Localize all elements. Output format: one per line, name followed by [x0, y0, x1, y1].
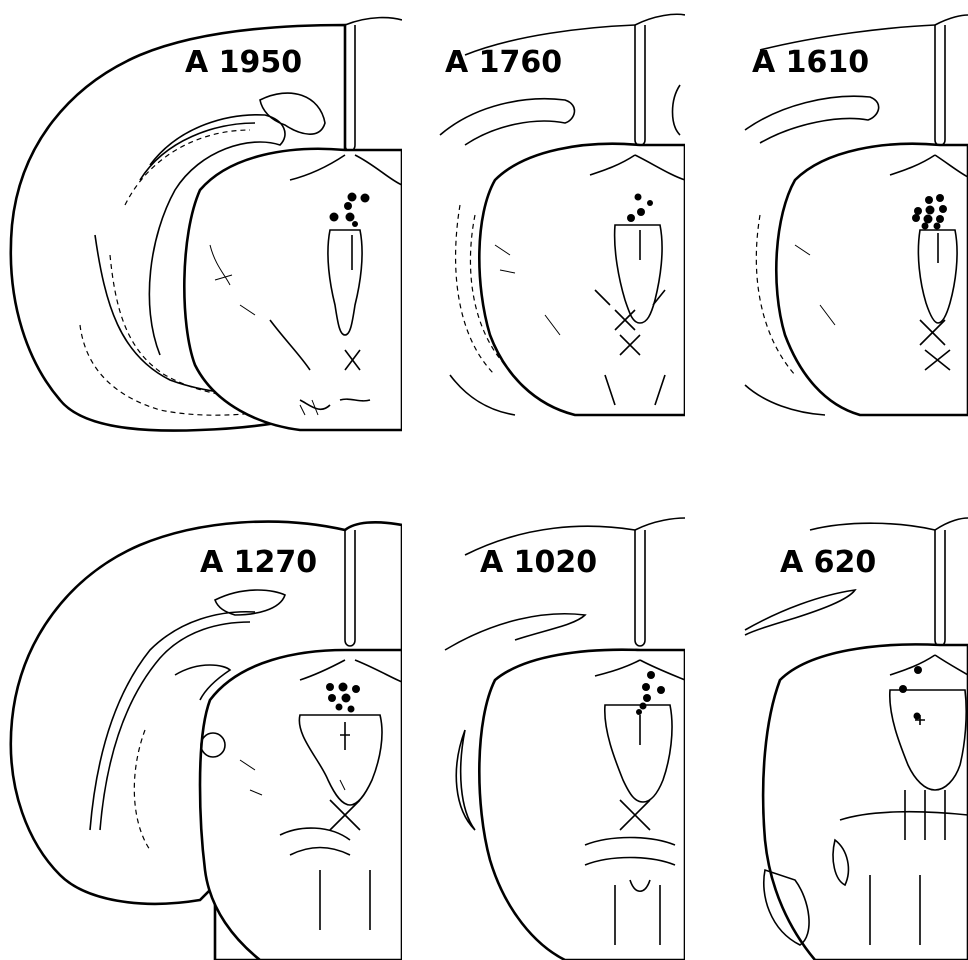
lesion-site-marker: [336, 704, 343, 711]
lesion-site-marker: [627, 214, 635, 222]
lesion-site-marker: [342, 694, 351, 703]
lesion-site-marker: [922, 223, 929, 230]
lesion-site-marker: [348, 193, 357, 202]
lesion-site-marker: [352, 221, 358, 227]
lesion-site-marker: [352, 685, 360, 693]
lesion-site-marker: [934, 223, 941, 230]
lesion-site-marker: [326, 683, 334, 691]
lesion-site-marker: [912, 214, 920, 222]
section-label: A 620: [780, 545, 876, 580]
lesion-site-marker: [647, 671, 655, 679]
lesion-site-marker: [914, 207, 922, 215]
lesion-site-marker: [642, 683, 650, 691]
lesion-site-marker: [914, 666, 922, 674]
lesion-site-marker: [330, 213, 339, 222]
lesion-site-marker: [643, 694, 651, 702]
lesion-site-marker: [936, 215, 944, 223]
lesion-site-marker: [635, 194, 642, 201]
lesion-site-marker: [344, 202, 352, 210]
lesion-site-marker: [636, 709, 642, 715]
lesion-site-marker: [328, 694, 336, 702]
lesion-site-marker: [899, 685, 907, 693]
section-panel-a1610: A 1610: [740, 5, 968, 425]
section-panel-a1020: A 1020: [435, 500, 685, 920]
lesion-site-marker: [339, 683, 348, 692]
lesion-site-marker: [926, 206, 935, 215]
lesion-site-marker: [914, 713, 921, 720]
section-panel-a1760: A 1760: [435, 5, 685, 425]
section-panel-a1950: A 1950: [0, 5, 402, 425]
section-panel-a1270: A 1270: [0, 500, 402, 920]
lesion-site-marker: [657, 686, 665, 694]
lesion-site-marker: [348, 706, 355, 713]
section-label: A 1950: [185, 45, 302, 80]
lesion-site-marker: [346, 213, 355, 222]
lesion-site-marker: [939, 205, 947, 213]
lesion-site-marker: [647, 200, 653, 206]
lesion-site-marker: [637, 208, 645, 216]
lesion-site-marker: [924, 215, 933, 224]
section-label: A 1270: [200, 545, 317, 580]
section-label: A 1760: [445, 45, 562, 80]
lesion-site-marker: [640, 703, 647, 710]
lesion-site-marker: [936, 194, 944, 202]
lesion-site-marker: [925, 196, 933, 204]
lesion-site-marker: [361, 194, 370, 203]
section-label: A 1610: [752, 45, 869, 80]
section-label: A 1020: [480, 545, 597, 580]
section-panel-a620: A 620: [740, 500, 968, 920]
